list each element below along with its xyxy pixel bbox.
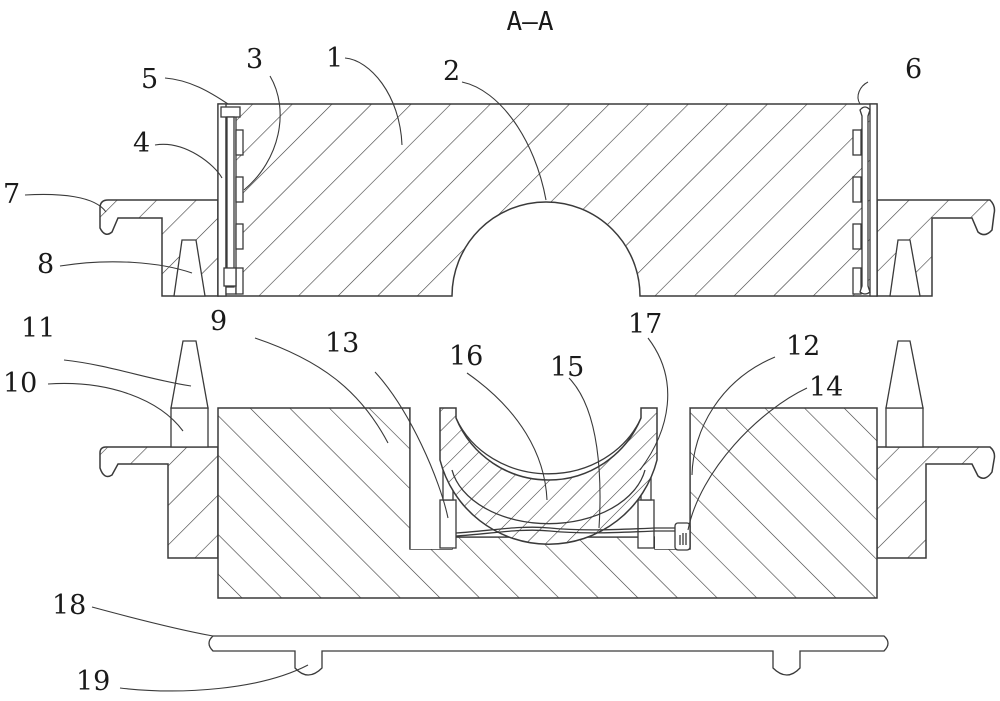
right-rail-tab — [852, 129, 862, 156]
label-18: 18 — [52, 590, 86, 621]
cable — [455, 526, 676, 534]
label-1: 1 — [326, 43, 343, 74]
left-bolt-head — [220, 106, 241, 118]
left-side-plate — [217, 103, 227, 297]
label-19: 19 — [76, 666, 110, 697]
label-11: 11 — [21, 313, 55, 344]
left-rail-tab — [235, 223, 244, 250]
right-pin-base — [885, 407, 924, 448]
leader-11 — [63, 359, 192, 387]
arc-liner — [439, 407, 658, 545]
leader-4 — [154, 143, 223, 179]
section-title: A—A — [507, 7, 554, 37]
lower-left-flange — [99, 446, 219, 559]
label-3: 3 — [246, 44, 263, 75]
leader-14 — [687, 387, 808, 531]
leader-3 — [243, 75, 281, 191]
lower-assembly — [99, 340, 996, 599]
outer-arc — [451, 469, 646, 525]
right-tapered-pin — [885, 340, 924, 409]
right-bolt — [859, 106, 871, 295]
left-tapered-pin — [170, 340, 209, 409]
leader-18 — [91, 606, 214, 637]
left-pin-base — [170, 407, 209, 448]
label-12: 12 — [786, 331, 820, 362]
left-rail-tab — [235, 267, 244, 295]
right-rail-tab — [852, 223, 862, 250]
label-7: 7 — [3, 179, 20, 210]
leader-2 — [461, 81, 547, 201]
left-support-post — [439, 499, 457, 549]
label-9: 9 — [210, 306, 227, 337]
leader-6 — [857, 81, 869, 105]
base-plate — [208, 635, 889, 676]
right-support-post — [637, 499, 655, 549]
leader-8 — [59, 261, 193, 274]
label-15: 15 — [550, 352, 584, 383]
label-2: 2 — [443, 56, 460, 87]
label-6: 6 — [905, 54, 922, 85]
right-rail-tab — [852, 267, 862, 295]
label-5: 5 — [141, 64, 158, 95]
leader-lines — [24, 57, 869, 692]
left-bolt-shank — [226, 116, 235, 288]
base-plate-assembly — [208, 635, 889, 676]
cable-lower — [455, 529, 676, 537]
leader-15 — [568, 377, 601, 529]
lower-right-flange — [876, 446, 996, 559]
upper-block — [217, 103, 878, 297]
upper-assembly — [99, 103, 996, 297]
label-4: 4 — [133, 128, 150, 159]
label-17: 17 — [628, 309, 662, 340]
leader-19 — [119, 664, 309, 692]
label-14: 14 — [809, 372, 843, 403]
right-rail-tab — [852, 176, 862, 203]
left-tapered-socket — [173, 239, 206, 297]
leader-12 — [691, 356, 776, 476]
leader-16 — [466, 372, 548, 501]
label-13: 13 — [325, 328, 359, 359]
leader-13 — [374, 371, 449, 519]
leader-5 — [164, 77, 229, 105]
leader-7 — [24, 193, 107, 213]
leader-9 — [254, 337, 389, 444]
left-rail-tab — [235, 129, 244, 156]
leader-17 — [639, 337, 669, 471]
arc-liner-inner — [455, 417, 642, 475]
leader-10 — [47, 382, 184, 432]
leader-1 — [344, 57, 403, 146]
label-10: 10 — [3, 368, 37, 399]
label-16: 16 — [449, 341, 483, 372]
part-labels: 5 3 1 2 6 4 7 8 11 9 10 13 16 15 17 12 1… — [3, 43, 922, 697]
label-8: 8 — [37, 249, 54, 280]
left-rail-tab — [235, 176, 244, 203]
left-bolt-nut — [223, 267, 237, 287]
right-tapered-socket — [889, 239, 921, 297]
right-side-plate — [869, 103, 878, 297]
